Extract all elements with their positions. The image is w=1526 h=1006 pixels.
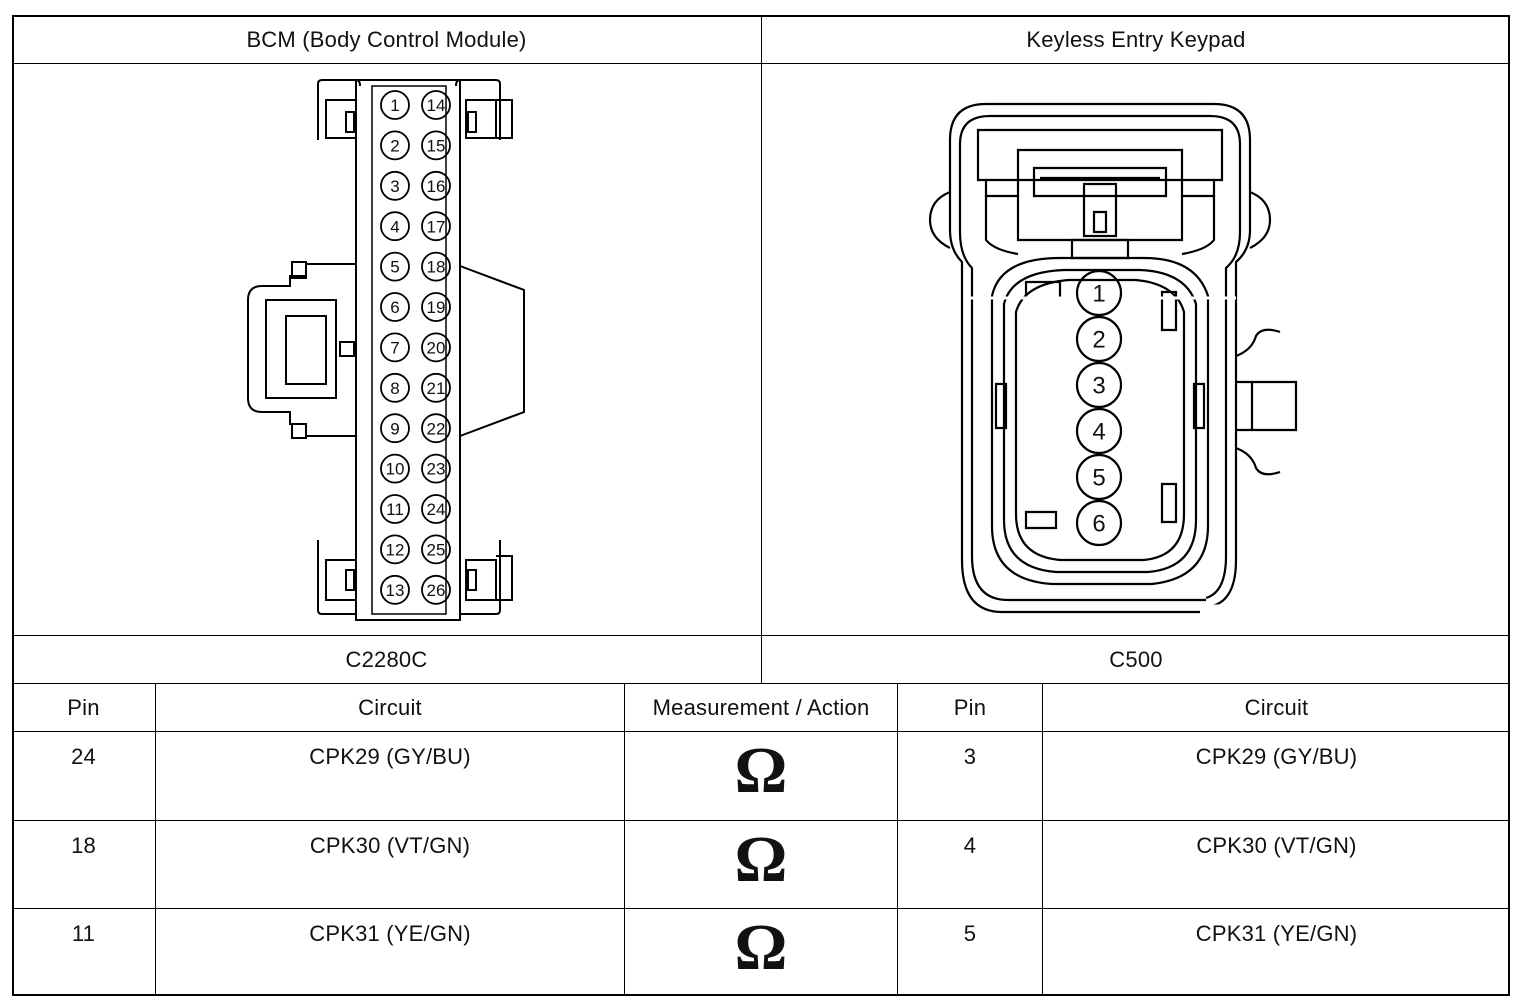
header-pin-a: Pin (67, 694, 100, 720)
table-row-3-pin-b: 5 (963, 921, 977, 946)
bcm-pin-20-cavity (421, 332, 451, 363)
bcm-pin-12-cavity (380, 534, 410, 565)
bcm-pin-1-cavity (380, 90, 410, 120)
table-row-1-pin-a: 24 (71, 744, 96, 769)
keypad-connector-id: C500 (1109, 646, 1163, 672)
bcm-pin-21-cavity (421, 372, 451, 403)
bcm-pin-13-cavity (380, 574, 410, 605)
keypad-title: Keyless Entry Keypad (1026, 27, 1246, 52)
bcm-pin-19-label: 19 (427, 298, 446, 317)
table-row-3-circuit-a: CPK31 (YE/GN) (309, 921, 471, 946)
bcm-pin-26-cavity (421, 574, 451, 605)
table-row-2-pin-b: 4 (963, 833, 977, 858)
header-circuit-a: Circuit (358, 694, 422, 720)
bcm-pin-6-cavity (380, 292, 410, 322)
bcm-pin-18-label: 18 (427, 258, 446, 277)
table-row-2-circuit-b: CPK30 (VT/GN) (1196, 833, 1357, 858)
bcm-pin-24-label: 24 (427, 500, 446, 519)
divider (12, 731, 1510, 732)
bcm-pin-25-cavity (421, 534, 451, 565)
bcm-pin-4-cavity (380, 211, 410, 242)
bcm-pin-9-label: 9 (390, 419, 399, 438)
keypad-pin-1-cavity (1075, 269, 1123, 317)
table-row-3-circuit-b: CPK31 (YE/GN) (1195, 921, 1358, 946)
keypad-pin-4-label: 4 (1092, 419, 1105, 446)
bcm-pin-17-label: 17 (427, 217, 446, 236)
bcm-pin-22-cavity (421, 413, 451, 444)
bcm-pin-5-label: 5 (390, 258, 399, 277)
bcm-pin-15-cavity (421, 130, 451, 161)
bcm-pin-16-cavity (421, 170, 451, 201)
bcm-pin-1-label: 1 (390, 96, 399, 115)
bcm-pin-19-cavity (421, 292, 451, 322)
table-row-1-circuit-b: CPK29 (GY/BU) (1195, 744, 1358, 769)
bcm-pin-13-label: 13 (386, 581, 405, 600)
bcm-connector-id: C2280C (345, 646, 428, 672)
bcm-pin-14-label: 14 (427, 96, 446, 115)
bcm-pin-18-cavity (421, 251, 451, 282)
keypad-pin-5-cavity (1075, 453, 1123, 501)
bcm-pin-23-label: 23 (427, 460, 446, 479)
bcm-pin-11-cavity (380, 494, 410, 524)
header-pin-b: Pin (953, 694, 987, 720)
bcm-pin-5-cavity (380, 251, 410, 282)
bcm-pin-23-cavity (421, 453, 451, 484)
bcm-pin-8-label: 8 (390, 379, 399, 398)
divider (897, 683, 898, 996)
keypad-pin-3-label: 3 (1092, 373, 1105, 400)
divider (12, 908, 1510, 909)
bcm-pin-9-cavity (380, 413, 410, 444)
divider (1042, 683, 1043, 996)
bcm-pin-8-cavity (380, 372, 410, 403)
bcm-pin-4-label: 4 (390, 217, 399, 236)
bcm-pin-3-label: 3 (390, 177, 399, 196)
bcm-pin-15-label: 15 (427, 137, 446, 156)
bcm-pin-6-label: 6 (390, 298, 399, 317)
table-row-1-circuit-a: CPK29 (GY/BU) (309, 744, 471, 769)
keypad-pin-2-label: 2 (1092, 327, 1105, 354)
bcm-pin-12-label: 12 (386, 541, 405, 560)
bcm-pin-16-label: 16 (427, 177, 446, 196)
keypad-pin-2-cavity (1075, 315, 1123, 363)
keypad-pin-6-label: 6 (1092, 511, 1105, 538)
bcm-pin-11-label: 11 (386, 500, 404, 519)
bcm-pin-25-label: 25 (427, 541, 446, 560)
bcm-pin-17-cavity (421, 211, 451, 242)
keypad-connector-drawing: 1 2 3 4 5 6 (928, 102, 1298, 614)
bcm-pin-22-label: 22 (427, 419, 446, 438)
bcm-pin-14-cavity (421, 90, 451, 120)
header-circuit-b: Circuit (1244, 694, 1309, 720)
table-row-2-pin-a: 18 (71, 833, 96, 858)
divider (155, 683, 156, 996)
ohm-icon: Ω (734, 734, 788, 807)
divider (12, 683, 1510, 684)
bcm-pin-24-cavity (421, 494, 451, 524)
divider (761, 15, 762, 683)
table-row-3-pin-a: 11 (71, 921, 96, 946)
bcm-pin-10-cavity (380, 453, 410, 484)
bcm-pin-20-label: 20 (427, 339, 446, 358)
divider (624, 683, 625, 996)
bcm-pin-10-label: 10 (386, 460, 405, 479)
bcm-pin-3-cavity (380, 170, 410, 201)
ohm-icon: Ω (734, 823, 788, 896)
keypad-pin-6-cavity (1075, 499, 1123, 547)
divider (12, 820, 1510, 821)
bcm-pin-21-label: 21 (427, 379, 446, 398)
keypad-pin-1-label: 1 (1092, 281, 1105, 308)
bcm-pin-2-label: 2 (390, 137, 399, 156)
bcm-pin-7-cavity (380, 332, 410, 363)
bcm-pin-26-label: 26 (427, 581, 446, 600)
bcm-pin-7-label: 7 (390, 339, 399, 358)
keypad-pin-3-cavity (1075, 361, 1123, 409)
header-measurement: Measurement / Action (652, 694, 870, 720)
keypad-pin-4-cavity (1075, 407, 1123, 455)
keypad-pin-5-label: 5 (1092, 465, 1105, 492)
bcm-title: BCM (Body Control Module) (246, 27, 527, 52)
table-row-2-circuit-a: CPK30 (VT/GN) (309, 833, 471, 858)
bcm-pin-2-cavity (380, 130, 410, 161)
ohm-icon: Ω (734, 911, 788, 984)
bcm-connector-drawing: 1234567891011121314151617181920212223242… (247, 79, 525, 621)
table-row-1-pin-b: 3 (963, 744, 977, 769)
